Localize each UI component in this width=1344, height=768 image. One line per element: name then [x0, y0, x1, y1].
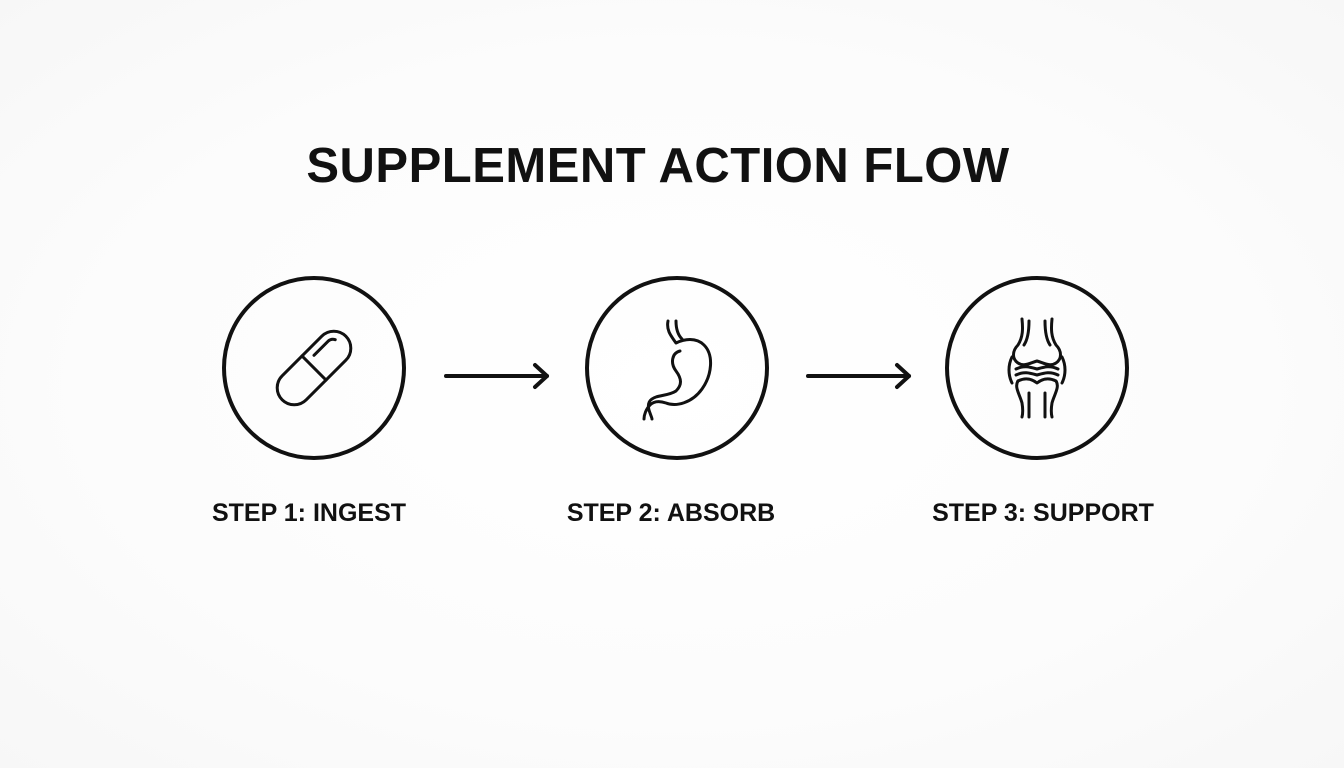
- arrow-right-icon: [806, 363, 911, 389]
- stomach-icon: [642, 319, 712, 421]
- step-1-label: STEP 1: INGEST: [211, 499, 407, 527]
- arrow-right-icon: [444, 363, 549, 389]
- step-1-circle: [222, 276, 406, 460]
- step-2-label: STEP 2: ABSORB: [566, 499, 776, 527]
- diagram-title: SUPPLEMENT ACTION FLOW: [306, 139, 1010, 193]
- step-2-circle: [585, 276, 769, 460]
- joint-icon: [1007, 317, 1067, 419]
- capsule-icon: [275, 329, 353, 407]
- step-3-label: STEP 3: SUPPORT: [932, 499, 1154, 527]
- step-3-circle: [945, 276, 1129, 460]
